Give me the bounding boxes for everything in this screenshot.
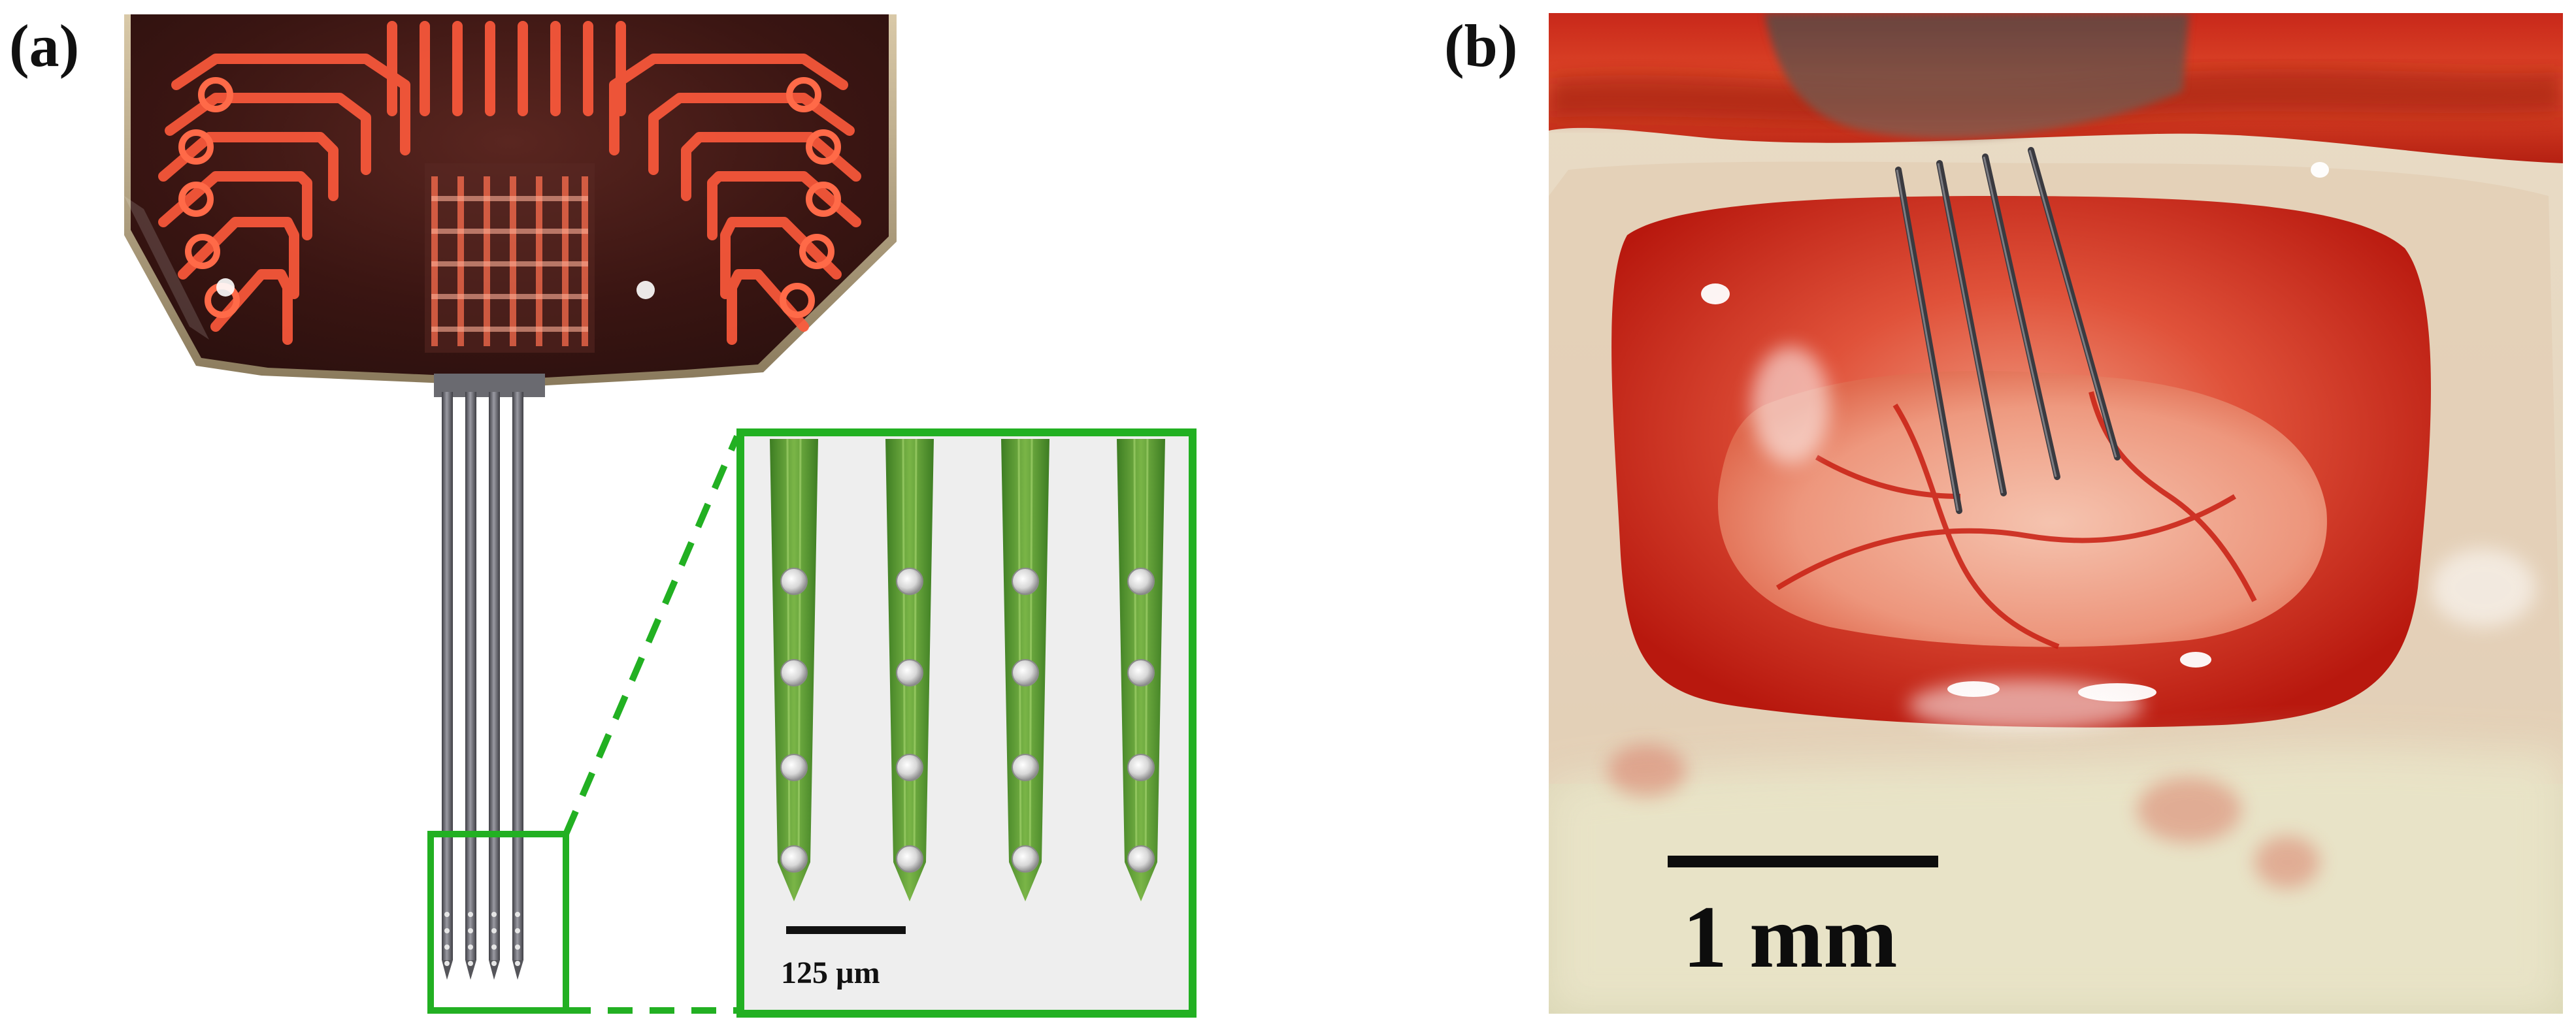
scale-bar-1mm [1668, 856, 1938, 867]
scale-bar-125um [786, 926, 906, 934]
zoom-connector-lines [563, 435, 740, 1014]
panel-a: 125 µm [124, 14, 1197, 1018]
probe-shanks [434, 374, 545, 980]
panel-a-label: (a) [9, 12, 80, 79]
inset-electrode-sites [780, 568, 1155, 873]
panel-b-label: (b) [1444, 12, 1518, 79]
scale-bar-1mm-label: 1 mm [1683, 888, 1898, 986]
scale-bar-125um-label: 125 µm [781, 956, 880, 990]
inset-magnified-view: 125 µm [736, 428, 1197, 1018]
zoom-selection-box [427, 831, 569, 1014]
probe-pcb-board [124, 14, 897, 387]
panel-b-photo: 1 mm [1549, 13, 2563, 1014]
inserted-probe-shanks [1895, 147, 2121, 514]
